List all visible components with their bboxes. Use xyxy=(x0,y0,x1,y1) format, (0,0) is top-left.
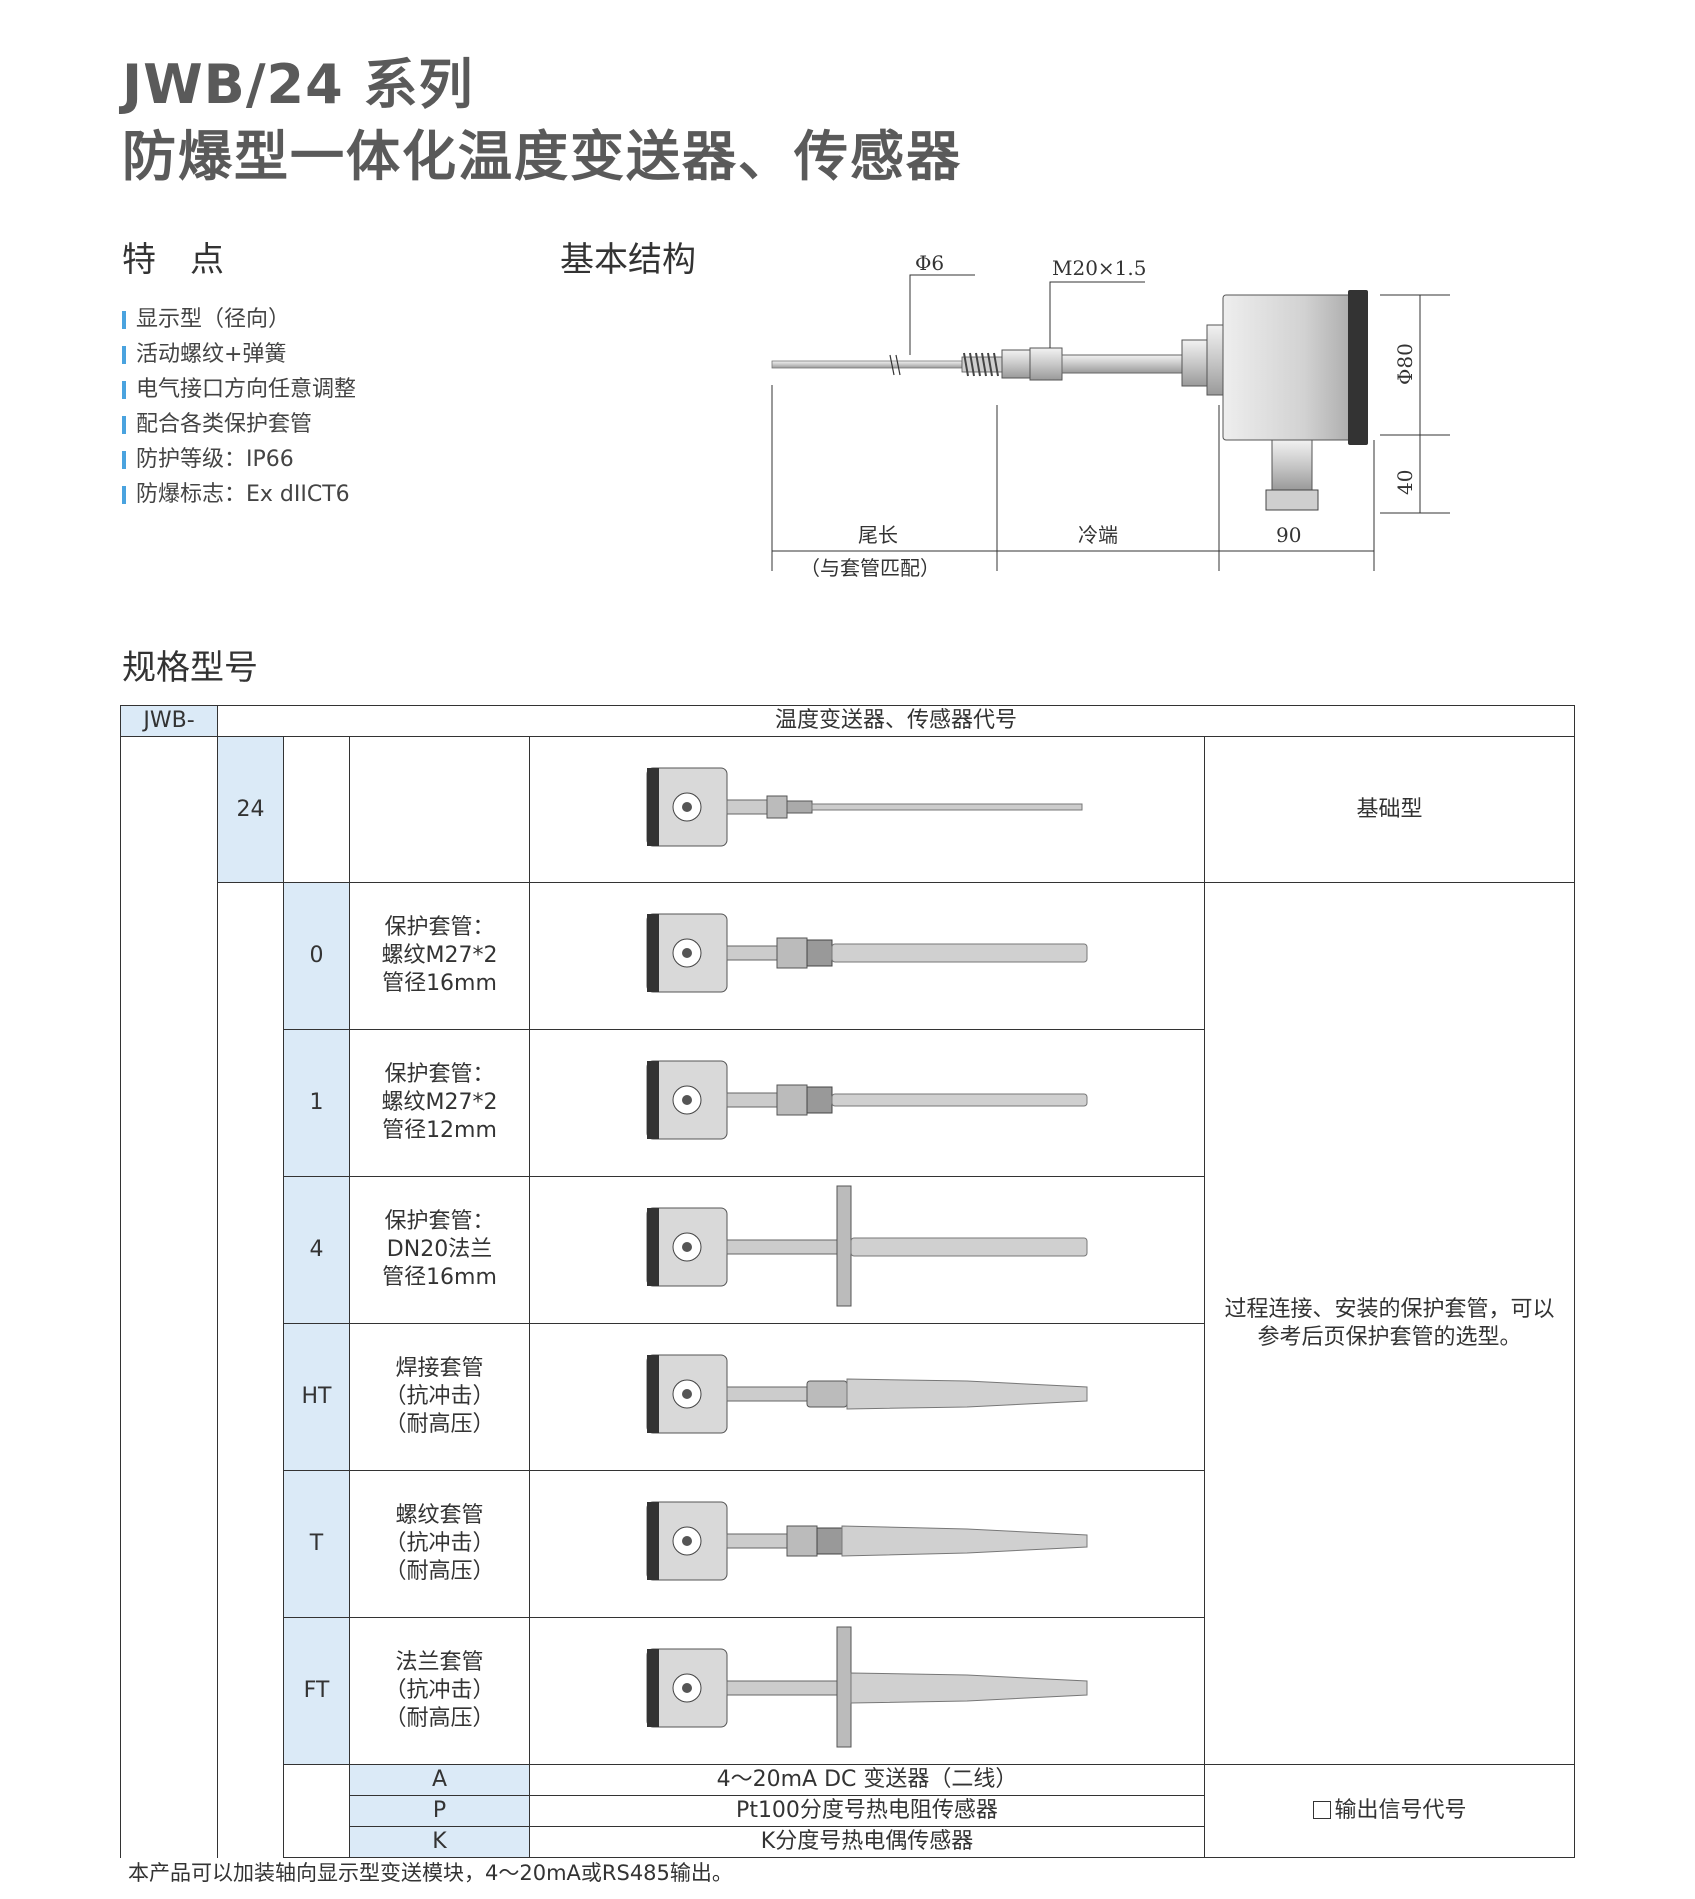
sheath-code-cell: 1 xyxy=(283,1029,350,1177)
head-dia-label: Φ80 xyxy=(1393,343,1417,385)
sensor-image-flange-16 xyxy=(646,1185,1088,1307)
sheath-desc-cell: 保护套管：DN20法兰管径16mm xyxy=(349,1176,530,1324)
spring xyxy=(961,352,1003,377)
bullet-bar-icon xyxy=(122,310,126,329)
bullet-bar-icon xyxy=(122,450,126,469)
output-code-cell: P xyxy=(349,1795,530,1827)
head-length-label: 90 xyxy=(1276,523,1301,547)
sensor-image-basic xyxy=(646,767,1083,846)
sheath-code-cell: HT xyxy=(283,1323,350,1471)
output-desc-cell: 4～20mA DC 变送器（二线） xyxy=(529,1764,1205,1796)
bullet-bar-icon xyxy=(122,485,126,504)
feature-item: 防爆标志：Ex dIICT6 xyxy=(122,477,356,512)
probe-rod xyxy=(771,360,963,369)
feature-item: 活动螺纹+弹簧 xyxy=(122,337,356,372)
cold-end-tube xyxy=(1061,354,1183,374)
output-code-cell: A xyxy=(349,1764,530,1796)
output-code-cell: K xyxy=(349,1826,530,1858)
sensor-image-thread-12 xyxy=(646,1060,1088,1140)
sensor-image-thread-tapered xyxy=(646,1501,1088,1581)
bullet-bar-icon xyxy=(122,380,126,399)
sheath-code-cell: 4 xyxy=(283,1176,350,1324)
prefix-cell: JWB- xyxy=(120,705,218,737)
thread-label: M20×1.5 xyxy=(1052,256,1147,280)
sheath-desc-cell: 焊接套管（抗冲击）（耐高压） xyxy=(349,1323,530,1471)
output-label-cell: 输出信号代号 xyxy=(1203,1764,1576,1858)
transmitter-head xyxy=(1222,294,1359,441)
bullet-bar-icon xyxy=(122,415,126,434)
footnote: 本产品可以加装轴向显示型变送模块，4～20mA或RS485输出。 xyxy=(128,1861,733,1885)
tail-length-label: 尾长 xyxy=(858,523,898,547)
sheath-code-cell: 0 xyxy=(283,882,350,1030)
tail-note-label: （与套管匹配） xyxy=(800,556,940,580)
feature-item: 防护等级：IP66 xyxy=(122,442,356,477)
checkbox-square-icon xyxy=(1312,1801,1331,1819)
sheath-note-cell: 过程连接、安装的保护套管，可以参考后页保护套管的选型。 xyxy=(1203,882,1576,1765)
prefix-column-blank xyxy=(120,736,218,1858)
output-desc-cell: K分度号热电偶传感器 xyxy=(529,1826,1205,1858)
nut xyxy=(1001,349,1031,379)
output-desc-cell: Pt100分度号热电阻传感器 xyxy=(529,1795,1205,1827)
bullet-bar-icon xyxy=(122,345,126,364)
sheath-desc-cell: 法兰套管（抗冲击）（耐高压） xyxy=(349,1617,530,1765)
sheath-desc-cell: 螺纹套管（抗冲击）（耐高压） xyxy=(349,1470,530,1618)
base-desc-cell: 基础型 xyxy=(1203,736,1576,883)
bottom-neck xyxy=(1271,439,1313,491)
sensor-image-thread-16 xyxy=(646,913,1088,993)
sheath-code-cell: FT xyxy=(283,1617,350,1765)
neck-height-label: 40 xyxy=(1393,470,1417,495)
features-heading: 特 点 xyxy=(122,240,224,280)
structure-heading: 基本结构 xyxy=(560,240,696,280)
feature-item: 配合各类保护套管 xyxy=(122,407,356,442)
spec-heading: 规格型号 xyxy=(122,648,258,688)
prefix-desc-cell: 温度变送器、传感器代号 xyxy=(216,705,1576,737)
series-title: JWB/24 系列 xyxy=(122,53,474,116)
sensor-image-flange-tapered xyxy=(646,1626,1088,1748)
structure-diagram: Φ6 M20×1.5 Φ80 40 尾长 （与套管匹配） 冷端 90 xyxy=(771,255,1450,580)
base-code-cell: 24 xyxy=(217,736,284,883)
feature-item: 显示型（径向） xyxy=(122,302,356,337)
probe-dia-label: Φ6 xyxy=(915,255,944,275)
product-title: 防爆型一体化温度变送器、传感器 xyxy=(122,125,962,188)
cold-end-label: 冷端 xyxy=(1078,523,1118,547)
features-list: 显示型（径向） 活动螺纹+弹簧 电气接口方向任意调整 配合各类保护套管 防护等级… xyxy=(122,302,356,512)
sensor-image-weld xyxy=(646,1354,1088,1434)
product-image-cell xyxy=(529,736,1205,883)
feature-item: 电气接口方向任意调整 xyxy=(122,372,356,407)
sheath-code-cell: T xyxy=(283,1470,350,1618)
